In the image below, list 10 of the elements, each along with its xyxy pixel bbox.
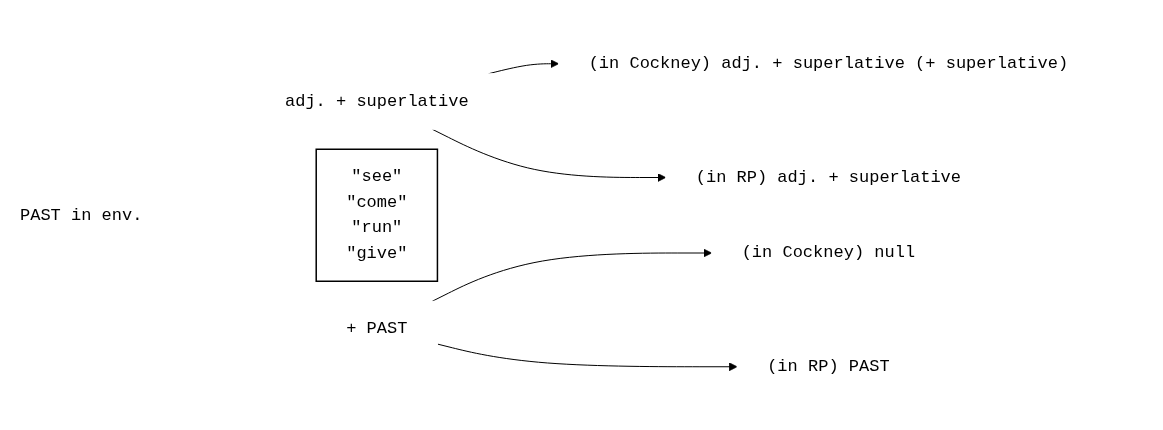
node-box: "see" "come" "run" "give" [315, 148, 439, 282]
node-text: (in Cockney) null [741, 243, 916, 262]
arrow [436, 343, 738, 371]
node-text: + PAST [346, 319, 408, 338]
node-text: adj. + superlative [284, 91, 469, 111]
label-text: PAST in env. [20, 205, 144, 225]
node-text: (in RP) adj. + superlative [695, 167, 961, 187]
node-text: (in Cockney) adj. + superlative (+ superlative) [588, 53, 1069, 73]
node-text: (in RP) PAST [767, 356, 890, 376]
arrow [431, 248, 712, 302]
